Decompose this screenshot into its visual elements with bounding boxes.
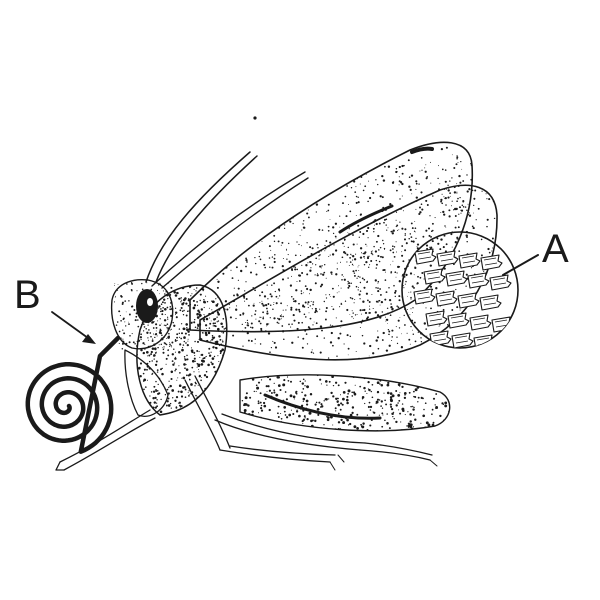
proboscis [25,335,121,454]
abdomen [239,374,451,432]
label-a: A [542,227,569,271]
legs [55,375,438,471]
pointer-a [502,254,539,276]
antennae [145,151,309,289]
ink-dot [253,116,257,120]
labial-palp [124,349,169,417]
head [110,278,174,351]
compound-eye [136,289,158,323]
pointer-b [51,311,96,344]
scale-magnifier [401,231,519,349]
label-b: B [14,273,41,317]
fore-wing [189,141,474,333]
